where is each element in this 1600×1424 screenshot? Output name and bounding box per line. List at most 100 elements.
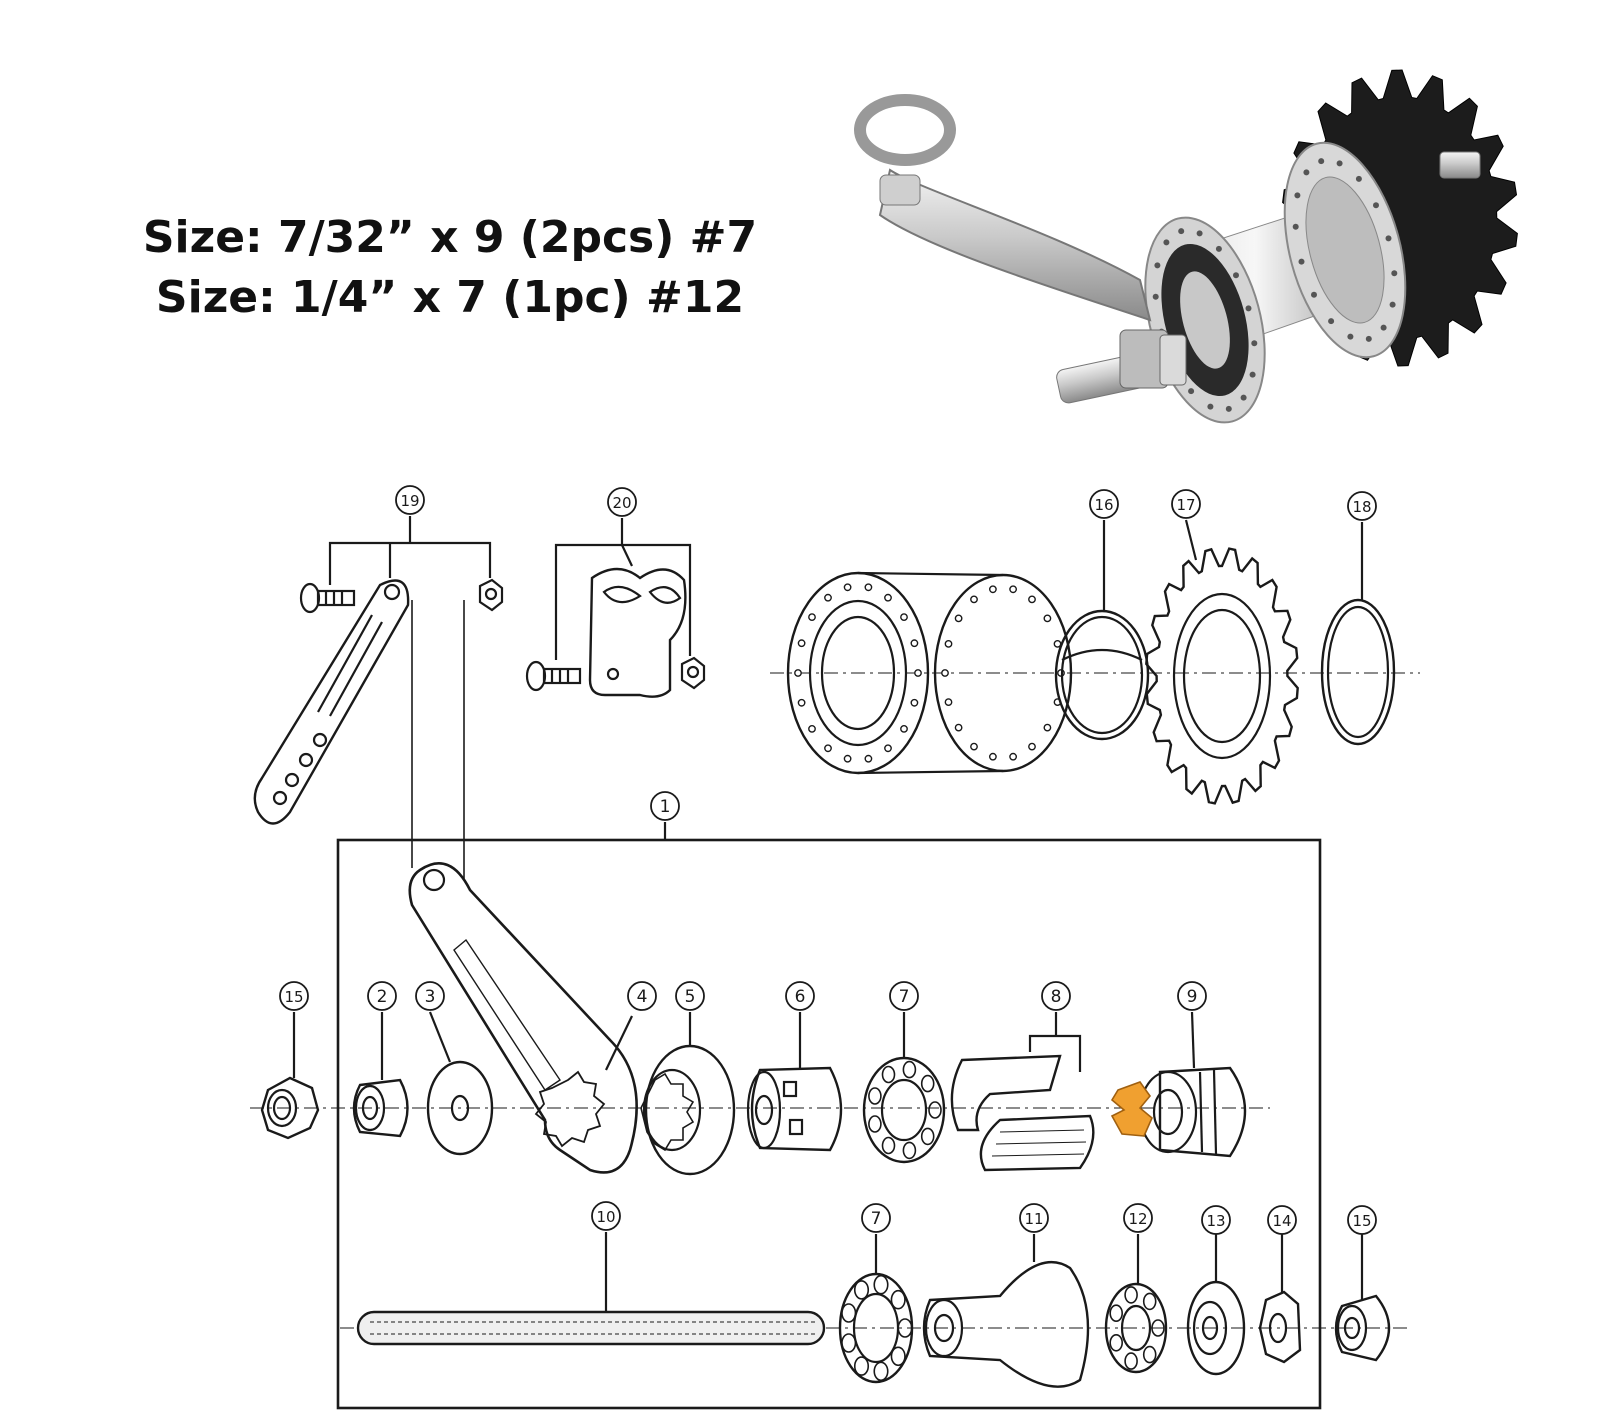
- spoke-hole: [910, 698, 919, 707]
- bearing-ball: [868, 1087, 882, 1105]
- part-9-driver: [1110, 1011, 1247, 1158]
- photo-spoke-hole: [1347, 333, 1354, 340]
- part-2-nut: [352, 1012, 409, 1138]
- photo-spoke-hole: [1249, 371, 1256, 378]
- photo-spoke-hole: [1178, 228, 1185, 235]
- assembly-frame: [336, 838, 1322, 1410]
- callout-label: 16: [1094, 496, 1113, 514]
- spoke-hole: [900, 613, 908, 621]
- callout-8: 8: [1041, 981, 1071, 1011]
- bearing-ball: [841, 1303, 857, 1323]
- photo-spoke-hole: [1152, 293, 1159, 300]
- callout-label: 11: [1024, 1210, 1043, 1228]
- spoke-hole: [864, 583, 873, 592]
- spoke-hole: [1043, 614, 1052, 623]
- photo-spoke-hole: [1336, 160, 1343, 167]
- part-3-washer: [426, 1011, 494, 1156]
- callout-7: 7: [861, 1203, 891, 1233]
- callout-20: 20: [607, 487, 637, 517]
- bearing-ball: [881, 1136, 896, 1155]
- part-4-brake-arm: [408, 862, 638, 1174]
- photo-spoke-hole: [1207, 403, 1214, 410]
- part-15-nut-left: [260, 1012, 320, 1140]
- bearing-ball: [1109, 1304, 1123, 1322]
- callout-6: 6: [785, 981, 815, 1011]
- photo-spoke-hole: [1215, 245, 1222, 252]
- callout-1: 1: [650, 791, 680, 821]
- part-7-bearing-upper: [862, 1012, 946, 1164]
- part-9-clip-accent: [1110, 1081, 1153, 1137]
- callout-15: 15: [1347, 1205, 1377, 1235]
- callout-15: 15: [279, 981, 309, 1011]
- callout-label: 13: [1206, 1212, 1225, 1230]
- spoke-hole: [954, 614, 963, 623]
- callout-label: 9: [1187, 987, 1198, 1007]
- spoke-hole: [944, 698, 953, 706]
- spoke-hole: [970, 742, 978, 751]
- spoke-hole: [1009, 752, 1017, 761]
- spoke-hole: [864, 754, 873, 763]
- bearing-ball: [890, 1346, 906, 1367]
- photo-spoke-hole: [1385, 235, 1392, 242]
- callout-9: 9: [1177, 981, 1207, 1011]
- spoke-hole: [900, 725, 908, 733]
- bearing-ball: [1142, 1292, 1157, 1311]
- callout-label: 8: [1051, 987, 1062, 1007]
- spoke-hole: [954, 723, 963, 732]
- callout-label: 7: [871, 1209, 882, 1229]
- sprocket-bore: [1172, 592, 1272, 760]
- spoke-hole: [843, 754, 852, 763]
- callout-label: 14: [1272, 1212, 1291, 1230]
- photo-spoke-hole: [1365, 335, 1372, 342]
- part-5-plate: [640, 1012, 736, 1176]
- bearing-ball: [881, 1065, 896, 1084]
- bearing-ball: [928, 1101, 942, 1119]
- photo-spoke-hole: [1355, 175, 1362, 182]
- photo-spoke-hole: [1240, 394, 1247, 401]
- photo-spoke-hole: [1311, 291, 1317, 298]
- callout-17: 17: [1171, 489, 1201, 519]
- callout-4: 4: [627, 981, 657, 1011]
- bearing-ball: [920, 1074, 935, 1093]
- spoke-hole: [970, 595, 978, 604]
- part-18-snap-ring: [1320, 522, 1396, 746]
- part-20-clamp: [525, 518, 706, 698]
- callout-label: 12: [1128, 1210, 1147, 1228]
- part-16-ring: [1054, 520, 1150, 741]
- spoke-hole: [1028, 595, 1036, 604]
- bearing-ball: [1124, 1286, 1138, 1304]
- part-17-sprocket: [1145, 519, 1299, 805]
- spoke-hole: [914, 669, 922, 677]
- size-note-2: Size: 1/4” x 7 (1pc) #12: [155, 272, 745, 323]
- spoke-hole: [797, 698, 806, 707]
- part-15-nut-right: [1334, 1234, 1391, 1362]
- spoke-hole: [808, 613, 816, 621]
- photo-spoke-hole: [1196, 230, 1203, 237]
- part-12-bearing: [1104, 1234, 1168, 1374]
- callout-label: 3: [425, 987, 436, 1007]
- spoke-hole: [944, 640, 953, 648]
- callout-2: 2: [367, 981, 397, 1011]
- callout-label: 1: [660, 797, 671, 817]
- spoke-hole: [808, 725, 816, 733]
- spoke-hole: [989, 585, 997, 594]
- size-notes: Size: 7/32” x 9 (2pcs) #7 Size: 1/4” x 7…: [100, 208, 800, 328]
- photo-spoke-hole: [1328, 318, 1335, 325]
- bearing-ball: [890, 1289, 906, 1310]
- hub-photo: [854, 69, 1518, 424]
- part-6-clutch: [746, 1012, 843, 1152]
- spoke-hole: [941, 669, 949, 677]
- spoke-hole: [824, 593, 832, 602]
- part-8-brake-shoes: [950, 1012, 1095, 1172]
- photo-spoke-hole: [1233, 272, 1239, 279]
- callout-label: 15: [1352, 1212, 1371, 1230]
- spoke-hole: [884, 744, 892, 753]
- photo-spoke-hole: [1298, 258, 1305, 265]
- callout-label: 20: [612, 494, 631, 512]
- bearing-ball: [873, 1274, 889, 1295]
- photo-spoke-hole: [1188, 388, 1195, 395]
- photo-spoke-hole: [1303, 169, 1310, 176]
- bearing-ball: [1151, 1319, 1165, 1337]
- callout-label: 5: [685, 987, 696, 1007]
